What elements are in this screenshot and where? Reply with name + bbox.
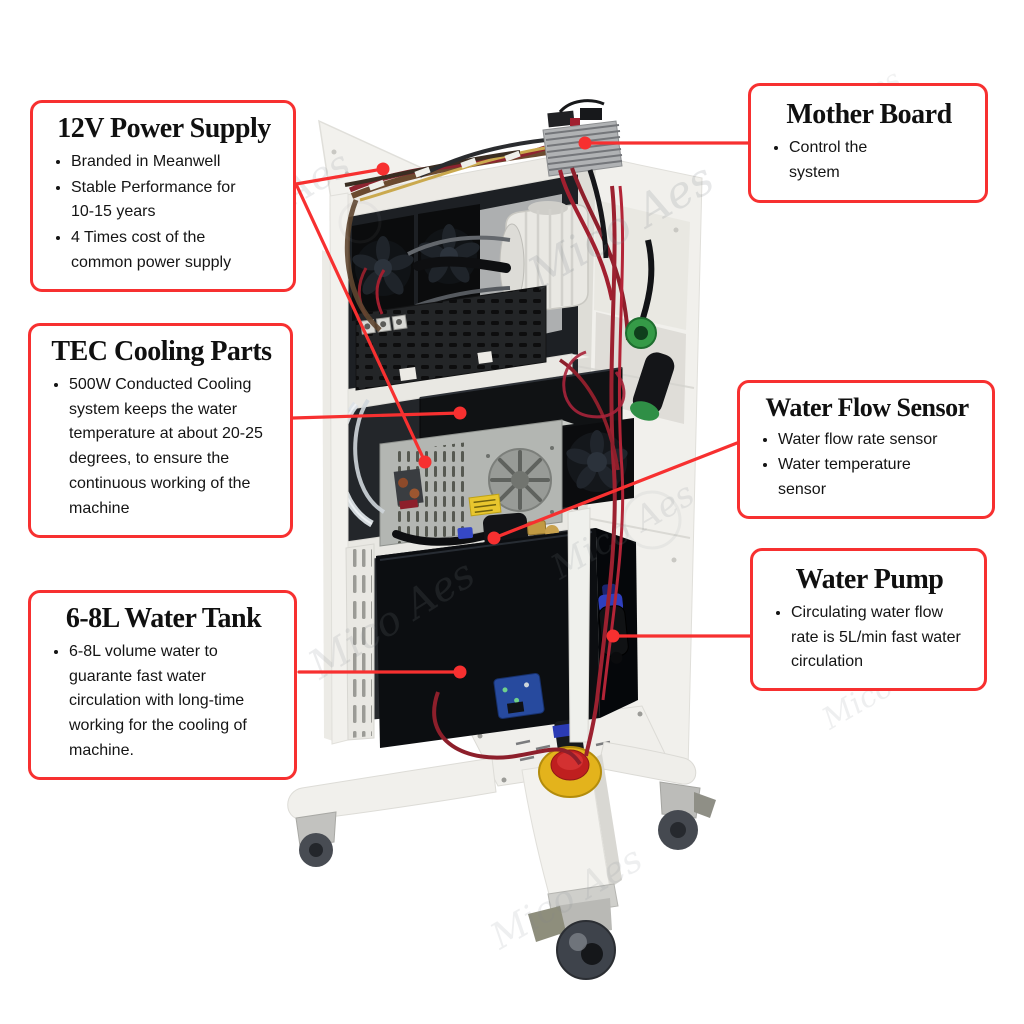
silver-power-supply [379, 419, 574, 547]
controller-pcb [493, 673, 545, 719]
caster-wheel-right [658, 781, 716, 850]
annotation-dot-water-flow-sensor [487, 531, 501, 545]
callout-12v-power-supply: 12V Power Supply Branded in Meanwell Sta… [30, 100, 296, 292]
callout-bullet-list: 500W Conducted Cooling system keeps the … [43, 373, 280, 522]
annotation-dot-tec [453, 406, 467, 420]
callout-water-tank: 6-8L Water Tank 6-8L volume water to gua… [28, 590, 297, 780]
callout-title: Water Pump [795, 564, 944, 595]
white-cylindrical-module [407, 201, 589, 315]
callout-bullet: 500W Conducted Cooling system keeps the … [69, 373, 274, 522]
leader-line-tec [291, 411, 462, 420]
green-connector [625, 239, 675, 421]
callout-bullet: Stable Performance for 10-15 years [71, 176, 261, 226]
callout-title: TEC Cooling Parts [51, 336, 272, 367]
callout-water-flow-sensor: Water Flow Sensor Water flow rate sensor… [737, 380, 995, 519]
annotation-dot-water-pump [606, 629, 620, 643]
case-fans [352, 204, 480, 321]
annotation-dot-power-supply-a [376, 162, 390, 176]
leader-line-power-supply-a [294, 167, 385, 186]
caster-wheel-left [295, 811, 337, 867]
callout-water-pump: Water Pump Circulating water flow rate i… [750, 548, 987, 692]
annotation-dot-water-tank [453, 665, 467, 679]
annotation-layer [291, 136, 752, 679]
callout-bullet: 4 Times cost of the common power supply [71, 226, 261, 276]
callout-bullet: Branded in Meanwell [71, 150, 261, 175]
callout-bullet-list: Circulating water flow rate is 5L/min fa… [765, 601, 974, 675]
small-circuit-parts [335, 351, 493, 528]
callout-bullet: 6-8L volume water to guarante fast water… [69, 640, 279, 764]
leader-line-water-flow-sensor [492, 441, 739, 540]
callout-bullet-list: Branded in Meanwell Stable Performance f… [45, 150, 283, 276]
annotation-dot-power-supply-b [418, 455, 432, 469]
annotation-dot-mother-board [578, 136, 592, 150]
callout-title: Water Flow Sensor [765, 393, 969, 422]
caster-wheel-front [528, 883, 619, 980]
callout-bullet: Circulating water flow rate is 5L/min fa… [791, 601, 963, 675]
callout-title: 6-8L Water Tank [65, 603, 262, 634]
callout-bullet-list: Control the system [763, 136, 975, 186]
callout-bullet-list: Water flow rate sensor Water temperature… [752, 428, 982, 503]
cabinet-left-pillar [329, 192, 375, 745]
black-power-supply [355, 267, 547, 391]
callout-title: 12V Power Supply [57, 113, 271, 144]
callout-bullet-list: 6-8L volume water to guarante fast water… [43, 640, 284, 764]
callout-title: Mother Board [786, 99, 952, 130]
callout-bullet: Control the system [789, 136, 903, 186]
callout-bullet: Water flow rate sensor [778, 428, 950, 453]
side-wires [432, 167, 630, 766]
callout-bullet: Water temperature sensor [778, 453, 950, 503]
callout-tec-cooling-parts: TEC Cooling Parts 500W Conducted Cooling… [28, 323, 293, 538]
callout-mother-board: Mother Board Control the system [748, 83, 988, 203]
